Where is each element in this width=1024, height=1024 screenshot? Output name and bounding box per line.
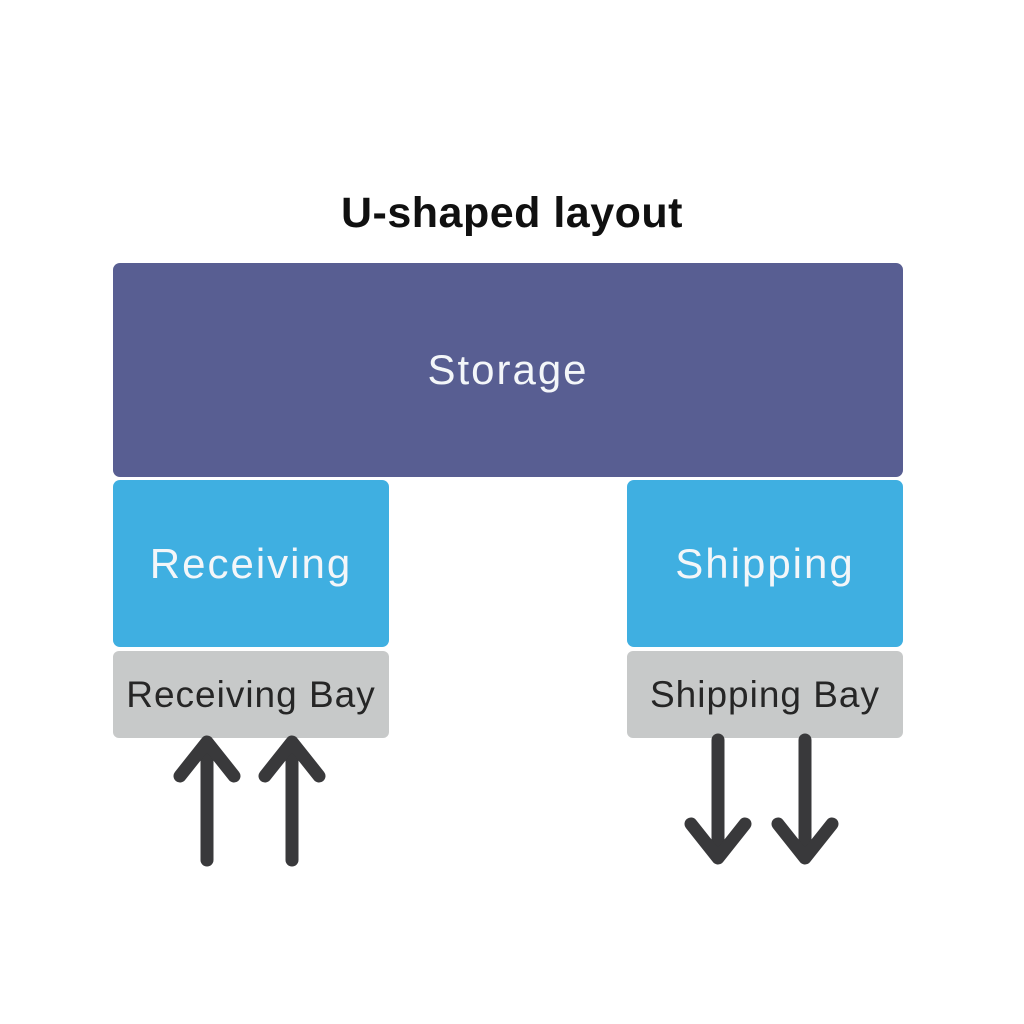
diagram-title: U-shaped layout bbox=[341, 189, 683, 237]
receiving-bay-label: Receiving Bay bbox=[126, 673, 376, 715]
shipping-zone-label: Shipping bbox=[675, 539, 855, 587]
inbound-up-arrow-icon bbox=[173, 735, 241, 867]
shipping-bay-label: Shipping Bay bbox=[649, 673, 881, 715]
receiving-bay-zone: Receiving Bay bbox=[113, 651, 389, 738]
receiving-zone: Receiving bbox=[113, 480, 389, 647]
outbound-down-arrow-icon bbox=[684, 733, 752, 865]
outbound-down-arrow-icon bbox=[771, 733, 839, 865]
shipping-zone: Shipping bbox=[627, 480, 903, 647]
shipping-bay-zone: Shipping Bay bbox=[627, 651, 903, 738]
inbound-up-arrow-icon bbox=[258, 735, 326, 867]
storage-zone: Storage bbox=[113, 263, 903, 477]
storage-zone-label: Storage bbox=[427, 346, 589, 393]
receiving-zone-label: Receiving bbox=[149, 539, 353, 587]
